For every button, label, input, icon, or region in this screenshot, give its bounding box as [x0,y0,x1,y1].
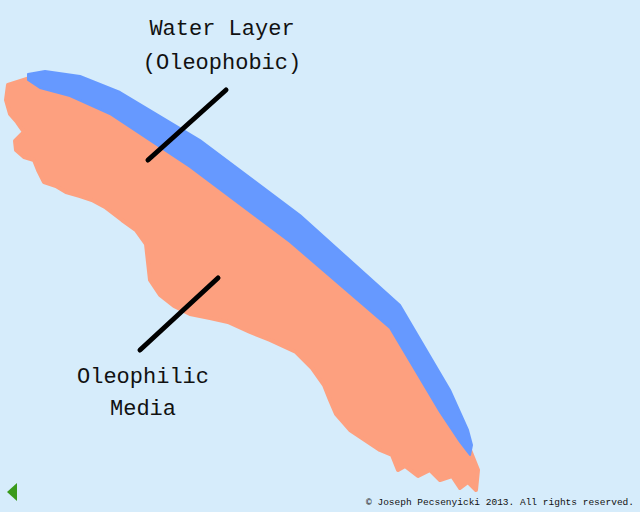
water-layer-label: Water Layer (Oleophobic) [137,13,307,81]
copyright-note: © Joseph Pecsenyicki 2013. All rights re… [366,497,634,509]
oleophilic-media [6,78,478,490]
water-layer [28,71,472,455]
leader-line [140,278,218,350]
media-label: Oleophilic Media [63,362,223,426]
leader-line [148,90,226,160]
back-arrow [7,483,17,501]
